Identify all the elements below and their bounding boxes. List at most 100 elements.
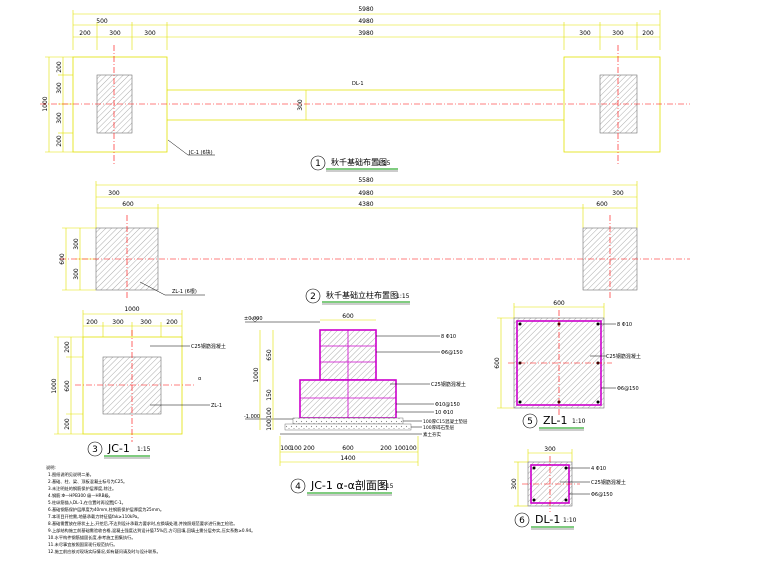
title-text: 秋千基础布置图 (331, 157, 387, 167)
dim-text: 100 (266, 407, 273, 419)
dim-text: 200 (64, 418, 71, 430)
title-text: ZL-1 (543, 414, 567, 427)
plan1-dims-top: 5980 500 4980 200 300 300 3980 300 300 2… (72, 6, 661, 50)
detail-jc1: 1000 200 300 300 200 1000 200 600 200 C2… (51, 306, 226, 459)
dim-text: 300 (297, 99, 304, 111)
note-line: 10.水平构件钢筋锚固长度,参考施工图集执行。 (48, 534, 136, 541)
plan1-title: 1 秋千基础布置图 1:15 (310, 155, 398, 172)
dim-text: 600 (342, 313, 354, 320)
title-scale: 1:10 (563, 517, 577, 524)
title-number: 3 (92, 445, 98, 455)
dim-text: 1400 (340, 455, 355, 462)
title-number: 6 (519, 516, 525, 526)
title-text: 秋千基础立柱布置图 (326, 290, 398, 300)
title-scale: 1:15 (377, 160, 391, 167)
dim-text: 150 (266, 389, 273, 401)
dim-text: 4980 (358, 18, 373, 25)
leader-label: ZL-1 (6根) (172, 288, 197, 295)
note-line: 9.上部结构施工前基础需验收合格,混凝土强度达到设计值75%后,方可回填,回填土… (48, 527, 255, 534)
callout-label: ZL-1 (211, 403, 222, 409)
dim-text: 5980 (358, 6, 373, 13)
dim-text: 300 (56, 82, 63, 94)
dim-text: 300 (109, 30, 121, 37)
note-line: 6.基础钢筋保护层厚度为40mm,柱钢筋保护层厚度为25mm。 (48, 506, 164, 513)
title-scale: 1:15 (396, 293, 410, 300)
callout-label: 素土夯实 (423, 431, 441, 438)
plan-column-layout: 5580 300 4980 300 600 4380 600 600 300 3… (59, 177, 690, 305)
dim-text: 300 (112, 319, 124, 326)
callout-label: Φ10@150 (435, 402, 460, 408)
note-line: 12.施工前应核对现场实际情况,如有疑问请及时与设计联系。 (48, 548, 161, 555)
jc1-title: 3 JC-1 1:15 (87, 441, 151, 459)
leader-line (139, 281, 205, 296)
dim-text: 100 (290, 445, 302, 452)
dim-text: 3980 (358, 30, 373, 37)
title-scale: 1:15 (137, 446, 151, 453)
callout-label: 8 Φ10 (441, 334, 456, 340)
note-line: 4.钢筋:Φ—HPB300 级—HRB级。 (48, 492, 113, 499)
callout-label: Φ6@150 (617, 386, 639, 392)
title-text: JC-1 α-α剖面图 (310, 478, 388, 492)
note-line: 3.未注明处的钢筋保护层厚度,除注。 (48, 485, 116, 492)
section-callouts: 8 Φ10 Φ6@150 C25钢筋混凝土 Φ10@150 10 Φ10 100… (376, 334, 468, 438)
dim-text: 300 (612, 30, 624, 37)
dim-text: 500 (96, 18, 108, 25)
detail-zl1: 600 600 8 Φ10 C25钢筋混凝土 Φ6@150 5 ZL-1 1:1… (494, 300, 641, 431)
dim-text: 300 (144, 30, 156, 37)
dim-text: 100 (394, 445, 406, 452)
callout-label: Φ6@150 (441, 350, 463, 356)
dim-text: 100 (280, 445, 292, 452)
note-line: 8.基础需置放在原状土上,开挖后,不达到设计承载力要求时,应换填处理,并按照规范… (48, 520, 237, 527)
dim-text: 300 (511, 478, 518, 490)
callout-label: 100厚碎石垫层 (423, 424, 455, 431)
dim-text: 300 (108, 190, 120, 197)
dim-text: 300 (544, 446, 556, 453)
title-text: JC-1 (107, 442, 130, 455)
dim-text: 600 (64, 380, 71, 392)
dim-text: 100 (266, 419, 273, 431)
detail-section: ±0.000 -1.000 600 1000 650 150 100 100 8… (244, 313, 468, 496)
dim-text: 1000 (253, 367, 260, 382)
detail-dl1: 300 300 4 Φ10 C25钢筋混凝土 Φ6@150 6 DL-1 1:1… (511, 446, 626, 530)
callout-label: C25钢筋混凝土 (606, 353, 641, 360)
plan2-title: 2 秋千基础立柱布置图 1:15 (305, 288, 410, 305)
dim-text: 200 (380, 445, 392, 452)
dl1-title: 6 DL-1 1:10 (514, 512, 577, 530)
dim-text: 200 (642, 30, 654, 37)
callout-label: Φ6@150 (591, 492, 613, 498)
dim-text: 200 (56, 135, 63, 147)
callout-label: C25钢筋混凝土 (591, 479, 626, 486)
dim-text: 600 (494, 357, 501, 369)
dim-text: 600 (596, 201, 608, 208)
title-number: 2 (310, 292, 316, 302)
section-title: 4 JC-1 α-α剖面图 1:15 (290, 478, 394, 496)
dim-text: 300 (73, 268, 80, 280)
beam-label: DL-1 (352, 81, 364, 87)
dim-text: 600 (553, 300, 565, 307)
dim-text: 5580 (358, 177, 373, 184)
callout-label: 8 Φ10 (617, 322, 632, 328)
callout-label: C25钢筋混凝土 (191, 343, 226, 350)
note-line: 5.柱纵筋锚入DL-1,在位置时再设置JC-1。 (48, 499, 126, 506)
dim-text: 650 (266, 349, 273, 361)
dim-text: 200 (79, 30, 91, 37)
title-number: 4 (295, 482, 301, 492)
notes-heading: 说明: (46, 464, 56, 471)
callout-label: 100厚C15混凝土垫层 (423, 418, 468, 425)
title-number: 5 (527, 417, 533, 427)
callout-label: C25钢筋混凝土 (431, 381, 466, 388)
plan-foundation-layout: 5980 500 4980 200 300 300 3980 300 300 2… (40, 6, 690, 172)
note-line: 11.未尽事宜按照国家现行规范执行。 (48, 541, 117, 548)
dim-text: 200 (56, 61, 63, 73)
title-number: 1 (315, 159, 321, 169)
note-line: 2.基础、柱、梁、顶板混凝土标号为C25。 (48, 478, 127, 485)
dim-text: 100 (405, 445, 417, 452)
dim-text: 300 (612, 190, 624, 197)
footing-left (72, 56, 168, 153)
dim-text: 4380 (358, 201, 373, 208)
dim-text: 300 (56, 112, 63, 124)
leader-line (167, 139, 215, 156)
dim-text: 200 (166, 319, 178, 326)
note-line: 7.本项目开挖需,地基承载力特征值fak≥110kPa。 (48, 513, 141, 520)
